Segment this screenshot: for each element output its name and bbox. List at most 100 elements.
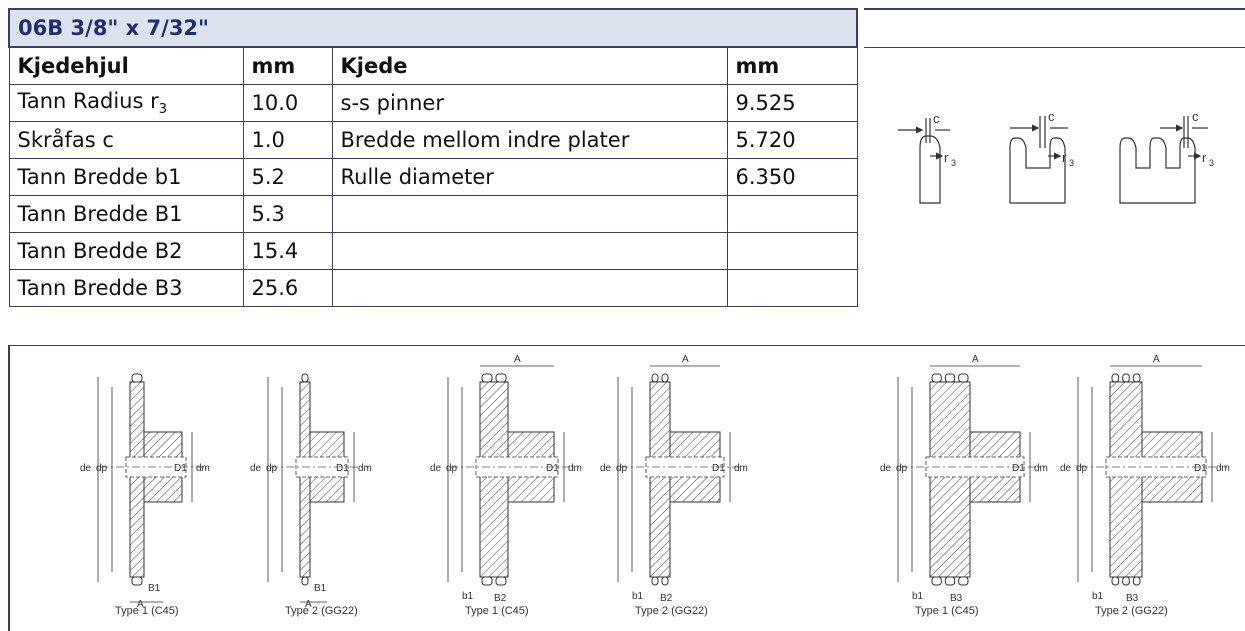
right-mid-border [864,47,1245,48]
profile-c-label: c [1192,109,1199,124]
table-title: 06B 3/8" x 7/32" [8,8,858,48]
row-value: 5.3 [242,195,333,233]
row-label-text: Tann Radius r [17,88,159,113]
label-B: B1 [314,583,327,594]
label-A: A [682,354,689,365]
sprocket-drawing [617,365,745,586]
row-value: 5.2 [242,158,333,196]
label-b1: b1 [912,591,924,602]
label-dm: dm [196,463,210,474]
label-de: de [80,463,92,474]
table-row: Tann Bredde B2 15.4 [8,232,858,270]
label-dp: dp [266,463,278,474]
table-row: Tann Radius r3 10.0 s-s pinner 9.525 [8,84,858,122]
label-D1: D1 [1012,463,1025,474]
label-dp: dp [1076,463,1088,474]
drawing-caption: Type 1 (C45) [915,605,979,617]
chain-value: 5.720 [726,121,858,159]
drawing-caption: Type 1 (C45) [465,605,529,617]
drawing-caption: Type 2 (GG22) [635,605,708,617]
sprocket-drawing [897,365,1045,586]
label-dm: dm [734,463,748,474]
table-row: Tann Bredde B3 25.6 [8,269,858,307]
profile-r-sub: 3 [951,158,956,168]
label-D1: D1 [174,463,187,474]
sprocket-drawing [447,365,579,586]
chain-value [726,232,858,270]
row-label: Tann Bredde B1 [8,195,244,233]
label-de: de [1060,463,1072,474]
label-dp: dp [96,463,108,474]
chain-label: s-s pinner [331,84,728,122]
label-dp: dp [896,463,908,474]
chain-label [331,269,728,307]
profile-r-label: r [1062,150,1067,165]
label-B: B2 [494,593,507,604]
label-de: de [880,463,892,474]
header-mm-sprocket: mm [242,46,333,85]
spec-table: 06B 3/8" x 7/32" Kjedehjul mm Kjede mm T… [8,8,858,307]
profile-c-label: c [1048,109,1055,124]
profile-r-sub: 3 [1209,158,1214,168]
label-b1: b1 [462,591,474,602]
header-mm-chain: mm [726,46,858,85]
profile-c-label: c [933,111,940,126]
table-row: Skråfas c 1.0 Bredde mellom indre plater… [8,121,858,159]
chain-label: Bredde mellom indre plater [331,121,728,159]
sprocket-drawing [97,373,207,603]
label-de: de [430,463,442,474]
chain-value: 6.350 [726,158,858,196]
label-A: A [514,354,521,365]
drawing-caption: Type 1 (C45) [115,605,179,617]
header-kjede: Kjede [331,46,728,85]
drawing-caption: Type 2 (GG22) [285,605,358,617]
row-value: 15.4 [242,232,333,270]
row-label: Tann Radius r3 [8,84,244,122]
label-dm: dm [1216,463,1230,474]
label-D1: D1 [336,463,349,474]
header-kjedehjul: Kjedehjul [8,46,244,85]
label-A: A [305,599,312,610]
row-label-subscript: 3 [158,102,168,118]
sprocket-drawing [267,373,369,603]
label-D1: D1 [1194,463,1207,474]
label-B: B2 [660,593,673,604]
label-dm: dm [1034,463,1048,474]
profile-r-sub: 3 [1069,158,1074,168]
drawing-panel [8,345,1245,631]
row-value: 25.6 [242,269,333,307]
label-A: A [972,354,979,365]
drawing-caption: Type 2 (GG22) [1095,605,1168,617]
chain-value [726,195,858,233]
label-dp: dp [616,463,628,474]
chain-label [331,195,728,233]
label-b1: b1 [632,591,644,602]
label-D1: D1 [712,463,725,474]
label-B: B1 [148,583,161,594]
label-A: A [1153,354,1160,365]
profile-triple-icon [1119,116,1208,204]
profile-r-label: r [944,150,949,165]
label-de: de [250,463,262,474]
header-row: Kjedehjul mm Kjede mm [8,46,858,85]
title-row: 06B 3/8" x 7/32" [8,8,858,48]
label-A: A [137,599,144,610]
row-label: Tann Bredde b1 [8,158,244,196]
table-row: Tann Bredde B1 5.3 [8,195,858,233]
row-label: Skråfas c [8,121,244,159]
tooth-profile-diagrams: c r 3 c r 3 c r 3 [898,109,1214,204]
row-label: Tann Bredde B3 [8,269,244,307]
profile-single-icon [898,118,950,204]
profile-r-label: r [1202,150,1207,165]
chain-value: 9.525 [726,84,858,122]
row-label: Tann Bredde B2 [8,232,244,270]
label-B: B3 [1126,593,1139,604]
label-dm: dm [568,463,582,474]
table-row: Tann Bredde b1 5.2 Rulle diameter 6.350 [8,158,858,196]
row-value: 1.0 [242,121,333,159]
chain-value [726,269,858,307]
label-b1: b1 [1092,591,1104,602]
label-dp: dp [446,463,458,474]
